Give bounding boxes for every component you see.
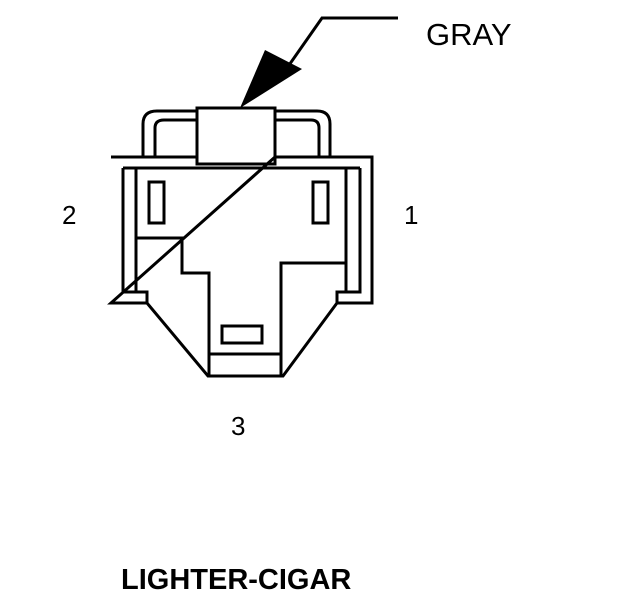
callout-leader <box>240 16 398 108</box>
pin-1-terminal <box>311 180 330 225</box>
connector-bottom-ledge <box>207 354 283 376</box>
left-channel <box>121 166 149 303</box>
connector-latch <box>141 106 332 166</box>
connector-housing <box>107 155 374 378</box>
pin-1-label: 1 <box>404 200 418 230</box>
right-channel <box>335 166 362 303</box>
diagram-title: LIGHTER-CIGAR <box>121 564 351 596</box>
callout-label: GRAY <box>426 17 512 52</box>
pin-2-label: 2 <box>62 200 76 230</box>
center-cavity <box>136 166 346 356</box>
callout-arrowhead <box>240 50 302 108</box>
pin-3-terminal <box>220 324 264 345</box>
latch-tab <box>195 106 277 166</box>
pin-3-label: 3 <box>231 411 245 441</box>
pin-2-terminal <box>147 180 166 225</box>
